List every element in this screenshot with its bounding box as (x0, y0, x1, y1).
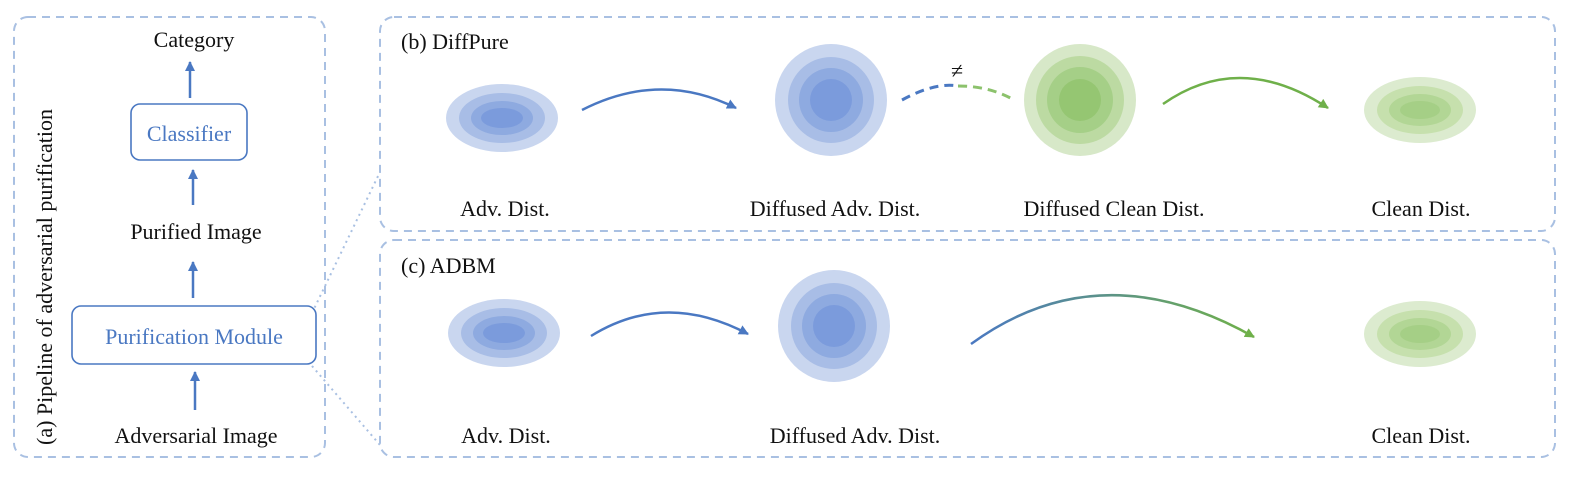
classifier-box (130, 103, 248, 161)
purified-image-label: Purified Image (130, 219, 261, 244)
c-arrow-diffused-to-clean (970, 294, 1255, 346)
b-adv-dist-label: Adv. Dist. (460, 196, 550, 221)
c-clean-dist-blob (1364, 301, 1476, 367)
b-dashed-neq-link-blue (901, 83, 959, 102)
panel-b-border (379, 16, 1556, 232)
panel-a-border (13, 16, 326, 458)
b-diffused-adv-label: Diffused Adv. Dist. (750, 196, 921, 221)
purification-module-box (71, 305, 317, 365)
c-arrow-adv-to-diffused (590, 311, 749, 338)
b-diffused-adv-blob (775, 44, 887, 156)
b-arrow-diffused-clean-to-clean (1162, 76, 1329, 110)
b-diffused-clean-label: Diffused Clean Dist. (1023, 196, 1204, 221)
panel-b-title: (b) DiffPure (401, 29, 509, 54)
c-diffused-adv-label: Diffused Adv. Dist. (770, 423, 941, 448)
purification-module-label: Purification Module (105, 324, 283, 349)
c-diffused-adv-blob (778, 270, 890, 382)
c-adv-dist-blob (448, 299, 560, 367)
c-adv-dist-label: Adv. Dist. (461, 423, 551, 448)
category-label: Category (154, 27, 235, 52)
b-arrow-adv-to-diffused (581, 88, 737, 112)
classifier-label: Classifier (147, 121, 232, 146)
b-diffused-clean-blob (1024, 44, 1136, 156)
panel-c-title: (c) ADBM (401, 253, 496, 278)
adversarial-image-label: Adversarial Image (114, 423, 277, 448)
b-clean-dist-label: Clean Dist. (1372, 196, 1471, 221)
b-dashed-neq-link-green (957, 84, 1015, 102)
neq-symbol: ≠ (951, 58, 963, 83)
zoom-connector-top (311, 171, 381, 314)
c-clean-dist-label: Clean Dist. (1372, 423, 1471, 448)
panel-a-side-label: (a) Pipeline of adversarial purification (32, 109, 57, 445)
zoom-connector-bottom (311, 365, 381, 446)
panel-c-border (379, 239, 1556, 458)
b-clean-dist-blob (1364, 77, 1476, 143)
b-adv-dist-blob (446, 84, 558, 152)
